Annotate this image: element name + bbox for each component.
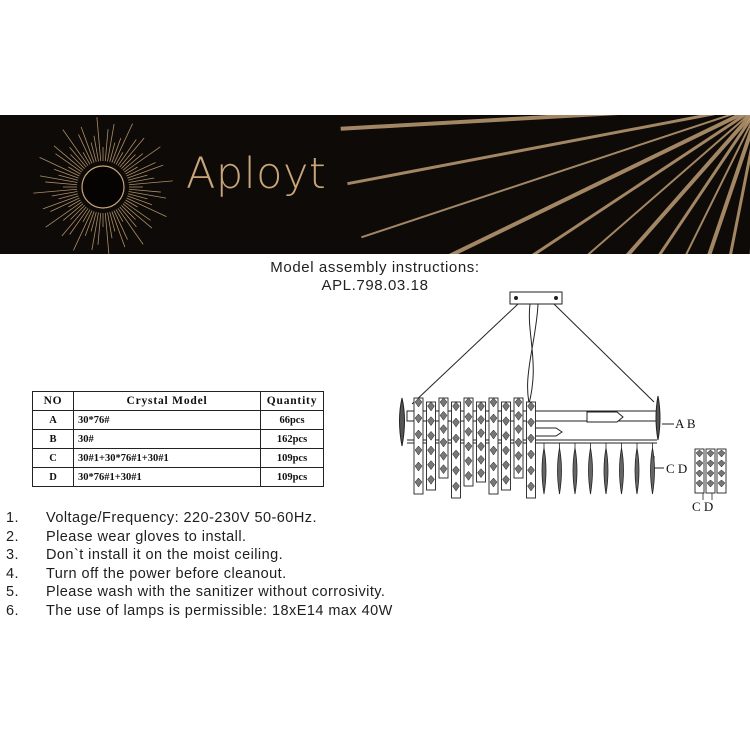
- label-ab: A B: [675, 416, 696, 431]
- row-no: D: [32, 467, 74, 487]
- item-text: The use of lamps is permissible: 18xE14 …: [46, 602, 393, 619]
- drop-crystals: [541, 443, 655, 495]
- table-row: C 30#1+30*76#1+30#1 109pcs: [32, 448, 324, 468]
- row-quantity: 162pcs: [260, 429, 324, 449]
- row-no: B: [32, 429, 74, 449]
- item-number: 2.: [6, 528, 19, 545]
- row-no: C: [32, 448, 74, 468]
- item-number: 5.: [6, 584, 19, 600]
- item-text: Turn off the power before cleanout.: [46, 565, 287, 582]
- item-text: Voltage/Frequency: 220-230V 50-60Hz.: [46, 510, 317, 526]
- column-header-quantity: Quantity: [260, 391, 324, 411]
- list-item: 1. Voltage/Frequency: 220-230V 50-60Hz.: [6, 509, 393, 528]
- item-number: 1.: [6, 510, 19, 526]
- document-title: Model assembly instructions:: [270, 259, 480, 276]
- row-model: 30*76#: [73, 410, 261, 430]
- label-cd-detail: C D: [692, 499, 713, 514]
- chandelier-diagram: A B C D C D: [399, 291, 727, 514]
- sunburst-icon: [33, 117, 173, 254]
- row-quantity: 66pcs: [260, 410, 324, 430]
- column-header-model: Crystal Model: [73, 391, 261, 411]
- item-text: Don`t install it on the moist ceiling.: [46, 547, 284, 563]
- list-item: 4. Turn off the power before cleanout.: [6, 565, 393, 584]
- row-model: 30#1+30*76#1+30#1: [73, 448, 261, 468]
- label-cd: C D: [666, 461, 687, 476]
- row-quantity: 109pcs: [260, 467, 324, 487]
- item-number: 6.: [6, 602, 19, 619]
- table-row: B 30# 162pcs: [32, 429, 324, 449]
- row-model: 30#: [73, 429, 261, 449]
- row-model: 30*76#1+30#1: [73, 467, 261, 487]
- suspension-cable: [553, 303, 655, 403]
- crystal-columns: [413, 397, 536, 499]
- model-code: APL.798.03.18: [321, 277, 429, 294]
- item-number: 4.: [6, 565, 19, 582]
- column-header-no: NO: [32, 391, 74, 411]
- list-item: 3. Don`t install it on the moist ceiling.: [6, 546, 393, 565]
- crystal-table: NO Crystal Model Quantity A 30*76# 66pcs…: [32, 391, 324, 487]
- table-row: A 30*76# 66pcs: [32, 410, 324, 430]
- item-number: 3.: [6, 547, 19, 563]
- suspension-cable: [411, 303, 519, 405]
- item-text: Please wear gloves to install.: [46, 528, 247, 545]
- list-item: 2. Please wear gloves to install.: [6, 528, 393, 547]
- instruction-list: 1. Voltage/Frequency: 220-230V 50-60Hz. 2…: [6, 509, 393, 620]
- item-text: Please wash with the sanitizer without c…: [46, 584, 386, 600]
- row-no: A: [32, 410, 74, 430]
- list-item: 6. The use of lamps is permissible: 18xE1…: [6, 602, 393, 621]
- ceiling-canopy: [509, 291, 563, 305]
- list-item: 5. Please wash with the sanitizer without…: [6, 583, 393, 602]
- power-cord: [525, 303, 534, 415]
- detail-cd-crystals: [694, 448, 727, 500]
- brand-name: Aployt: [186, 149, 327, 199]
- table-row: D 30*76#1+30#1 109pcs: [32, 467, 324, 487]
- light-rays: [340, 115, 750, 254]
- brand-banner: [0, 115, 750, 254]
- table-header-row: NO Crystal Model Quantity: [32, 391, 324, 411]
- row-quantity: 109pcs: [260, 448, 324, 468]
- banner-art: [33, 115, 750, 254]
